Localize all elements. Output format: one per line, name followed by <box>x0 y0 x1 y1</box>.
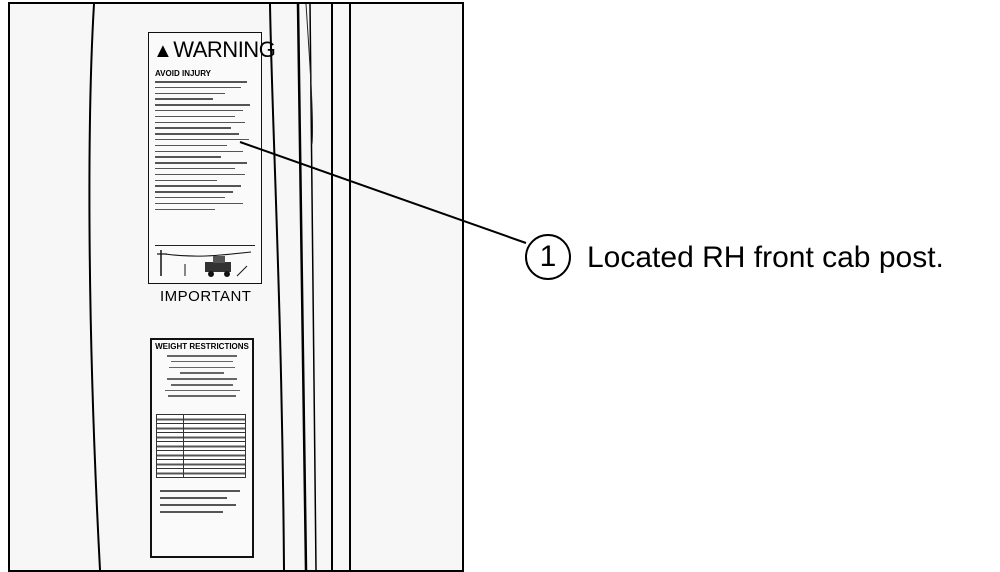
warning-heading: WARNING <box>173 37 276 62</box>
warning-triangle-icon: ▲ <box>153 40 173 62</box>
important-label: IMPORTANT <box>160 288 252 305</box>
callout-text: Located RH front cab post. <box>587 241 944 274</box>
cab-post-illustration: ▲WARNING AVOID INJURY <box>8 2 464 572</box>
callout-number: 1 <box>539 240 557 273</box>
weight-restrictions-fine-print <box>158 355 246 398</box>
callout-leader-line <box>239 141 527 244</box>
warning-decal: ▲WARNING AVOID INJURY <box>148 32 276 284</box>
warning-fine-print <box>155 81 255 211</box>
overhead-powerline-pictogram <box>155 245 255 278</box>
warning-text-block: AVOID INJURY <box>155 69 255 249</box>
weight-restrictions-heading: WEIGHT RESTRICTIONS <box>155 342 249 351</box>
weight-restrictions-footer-print <box>160 490 244 518</box>
cab-post-structure <box>88 4 351 570</box>
weight-restrictions-decal: WEIGHT RESTRICTIONS <box>150 338 254 558</box>
warning-subheading: AVOID INJURY <box>155 69 212 78</box>
callout-circle <box>525 234 571 280</box>
weight-restrictions-table <box>156 414 247 478</box>
